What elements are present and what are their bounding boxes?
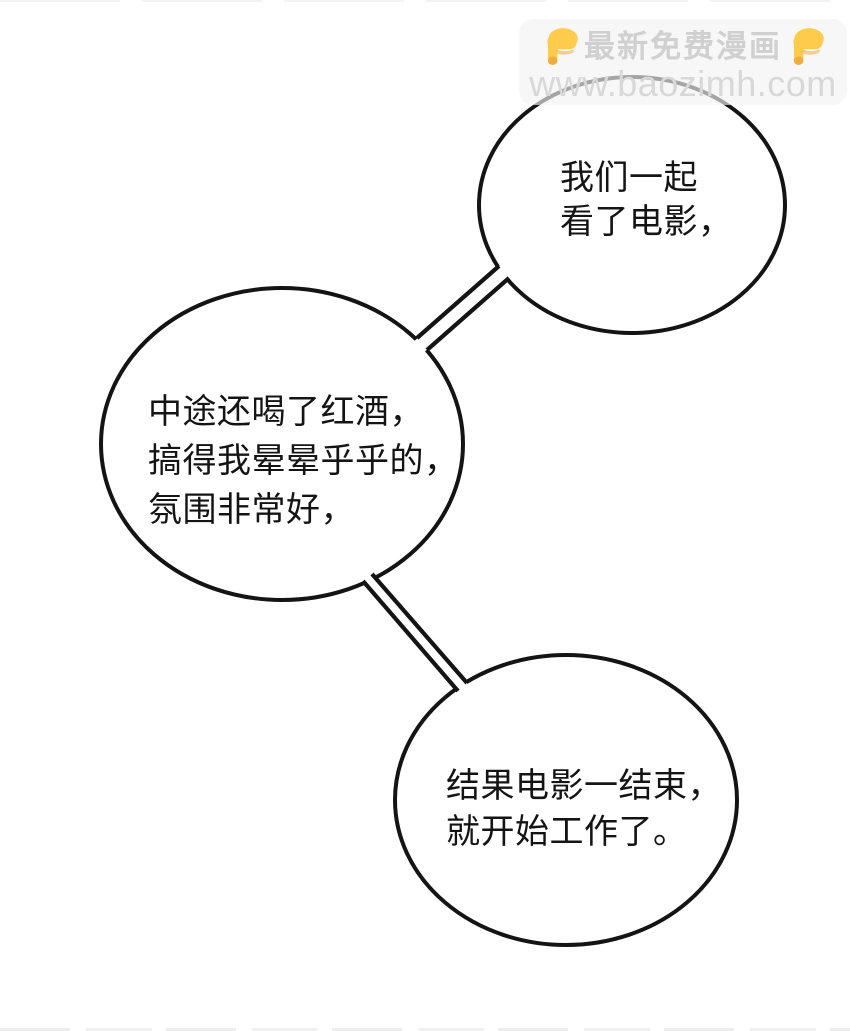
speech-bubble-bottom-shape [393,653,739,947]
bubble-connector-top-middle-wall [425,276,511,352]
bubble-connector-top-middle-wall [415,264,501,340]
bubble-connector-top-middle-channel [411,261,515,355]
adjacent-panel-edge-top [0,0,850,2]
watermark-url: www.baozimh.com [529,63,837,104]
watermark-title-row: 最新免费漫画 [541,23,825,69]
speech-text-top: 我们一起 看了电影， [560,159,733,241]
bubble-connector-middle-bottom-wall [361,579,460,693]
pointing-down-icon [541,25,579,67]
watermark: 最新免费漫画 www.baozimh.com [519,19,847,105]
pointing-down-icon [787,25,825,67]
speech-text-middle: 中途还喝了红酒， 搞得我晕晕乎乎的， 氛围非常好， [148,393,459,529]
bubble-connector-middle-bottom-wall [370,572,469,685]
adjacent-panel-edge-bottom [0,1028,850,1031]
bubble-connector-middle-bottom-channel [358,568,472,697]
speech-text-bottom: 结果电影一结束， 就开始工作了。 [446,767,722,851]
watermark-title: 最新免费漫画 [584,28,782,64]
speech-bubble-middle-shape [99,286,465,602]
